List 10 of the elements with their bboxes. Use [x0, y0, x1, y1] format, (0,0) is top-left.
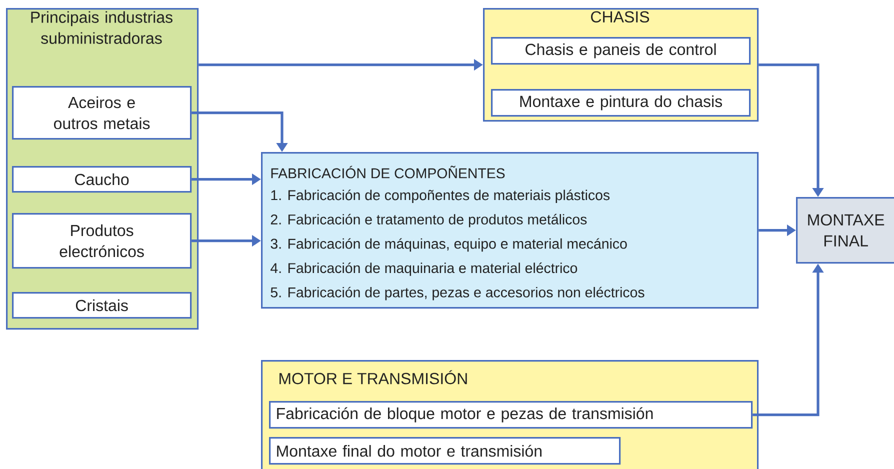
process-box: Montaxe e pintura do chasis: [491, 89, 751, 117]
process-box: Caucho: [12, 166, 192, 193]
process-box: MONTAXE FINAL: [796, 197, 894, 264]
process-box: Chasis e paneis de control: [491, 37, 751, 65]
process-box: Montaxe final do motor e transmisión: [269, 437, 621, 465]
process-box: Fabricación de bloque motor e pezas de transmisión: [269, 401, 753, 429]
process-box: Cristais: [12, 292, 192, 319]
list-box: FABRICACIÓN DE COMPOÑENTES 1. Fabricación de compoñentes de materiais plásticos 2. Fabricación e tratamento de produtos metálicos 3. Fabricación de máquinas, equipo e material mecánico 4. Fabricación de maquinaria e material eléctrico 5. Fabricación de partes, pezas e accesorios non eléctricos: [261, 152, 759, 309]
process-box: Produtos electrónicos: [12, 213, 192, 269]
process-box: Aceiros e outros metais: [12, 86, 192, 140]
